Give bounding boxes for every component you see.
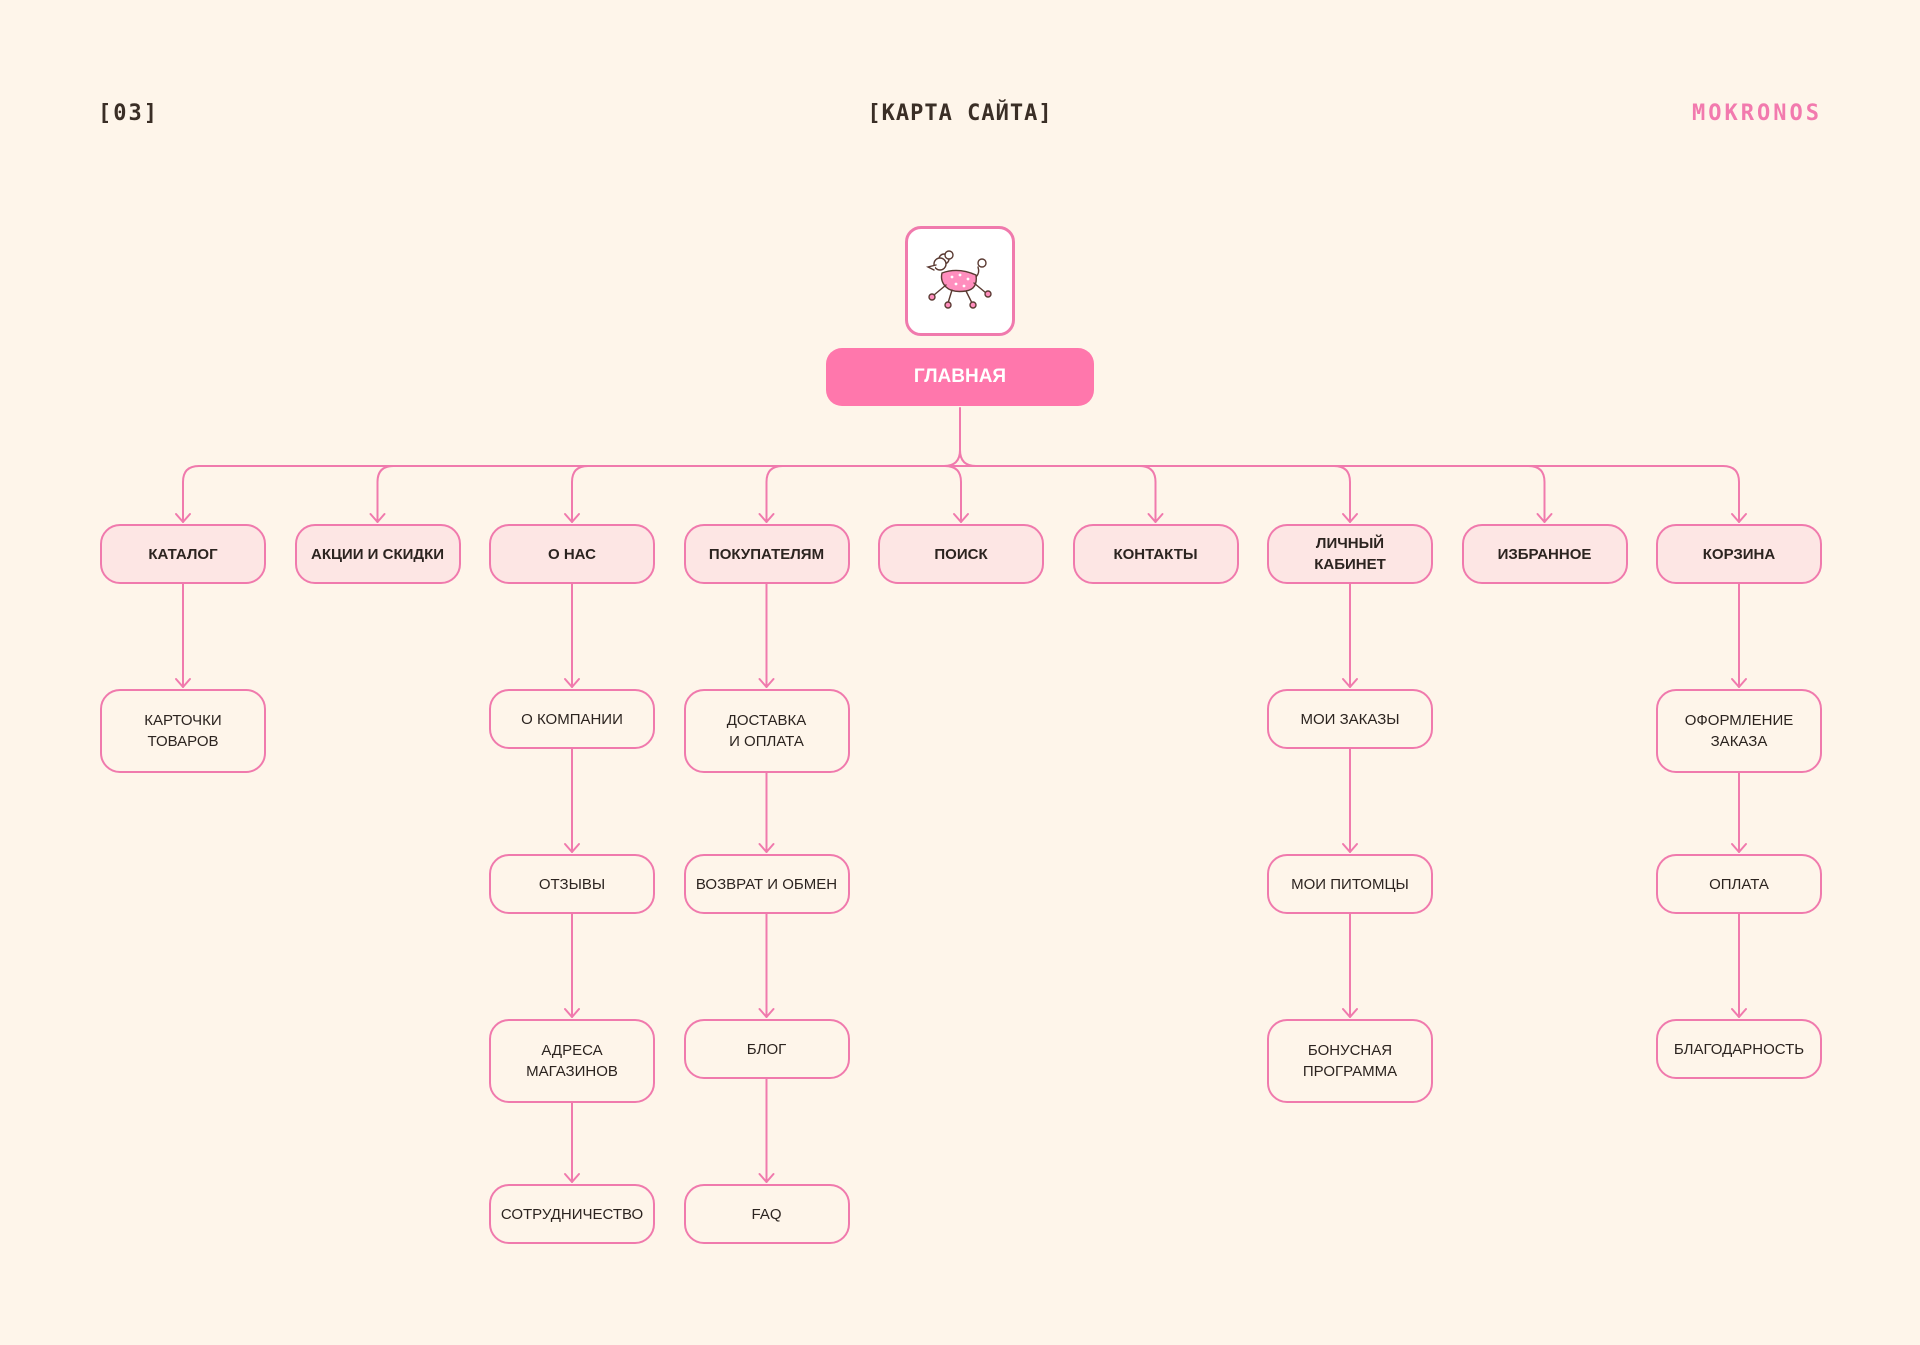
connector-line (1536, 513, 1553, 523)
connector-line (944, 465, 962, 523)
connector-line (1731, 1008, 1747, 1018)
connector-line (1731, 843, 1747, 853)
subpage-node: БЛОГ (683, 1019, 850, 1079)
connector-line (564, 1008, 580, 1018)
connector-line (758, 1173, 775, 1183)
subpage-node: ДОСТАВКА И ОПЛАТА (683, 689, 850, 773)
connector-line (758, 1008, 775, 1018)
connector-line (1342, 513, 1358, 523)
connector-line (1527, 465, 1546, 523)
subpage-node: КАРТОЧКИ ТОВАРОВ (100, 689, 266, 773)
page-number: [03] (98, 101, 159, 126)
subpage-node: О КОМПАНИИ (489, 689, 655, 749)
poodle-icon (925, 250, 992, 309)
subpage-node: АДРЕСА МАГАЗИНОВ (489, 1019, 655, 1103)
connector-line (1147, 513, 1164, 523)
subpage-node: ОТЗЫВЫ (489, 854, 655, 914)
connector-line (564, 843, 580, 853)
connector-line (953, 513, 969, 523)
page-title: [КАРТА САЙТА] (867, 101, 1053, 126)
connector-line (175, 513, 191, 523)
subpage-node: ВОЗВРАТ И ОБМЕН (683, 854, 850, 914)
connector-line (758, 513, 775, 523)
connector-line (758, 843, 775, 853)
section-node: КАТАЛОГ (100, 524, 266, 584)
connector-line (1342, 1008, 1358, 1018)
connector-line (564, 678, 580, 688)
subpage-node: ОПЛАТА (1656, 854, 1822, 914)
connector-line (959, 449, 977, 467)
subpage-node: БЛАГОДАРНОСТЬ (1656, 1019, 1822, 1079)
connector-line (1342, 678, 1358, 688)
subpage-node: МОИ ЗАКАЗЫ (1267, 689, 1433, 749)
connector-line (182, 465, 200, 523)
subpage-node: FAQ (683, 1184, 850, 1244)
connector-line (376, 465, 395, 523)
section-node: ИЗБРАННОЕ (1461, 524, 1628, 584)
subpage-node: ОФОРМЛЕНИЕ ЗАКАЗА (1656, 689, 1822, 773)
subpage-node: БОНУСНАЯ ПРОГРАММА (1267, 1019, 1433, 1103)
connector-line (571, 465, 589, 523)
connector-line (1722, 465, 1740, 523)
connector-line (564, 1173, 580, 1183)
connector-line (369, 513, 386, 523)
subpage-node: СОТРУДНИЧЕСТВО (489, 1184, 655, 1244)
connector-line (564, 513, 580, 523)
connector-line (765, 465, 784, 523)
logo-tile (905, 226, 1015, 336)
connector-line (1731, 513, 1747, 523)
connector-line (943, 449, 961, 467)
section-node: ЛИЧНЫЙ КАБИНЕТ (1267, 524, 1433, 584)
section-node: ПОИСК (878, 524, 1044, 584)
connector-line (1333, 465, 1351, 523)
connector-line (1731, 678, 1747, 688)
connector-line (1342, 843, 1358, 853)
section-node: О НАС (489, 524, 655, 584)
section-node: ПОКУПАТЕЛЯМ (683, 524, 850, 584)
section-node: КОРЗИНА (1656, 524, 1822, 584)
section-node: КОНТАКТЫ (1072, 524, 1239, 584)
connector-line (175, 678, 191, 688)
connector-line (1138, 465, 1157, 523)
brand-logo-text: MOKRONOS (1692, 101, 1822, 126)
connector-line (758, 678, 775, 688)
section-node: АКЦИИ И СКИДКИ (294, 524, 461, 584)
subpage-node: МОИ ПИТОМЦЫ (1267, 854, 1433, 914)
home-node: ГЛАВНАЯ (826, 348, 1094, 406)
